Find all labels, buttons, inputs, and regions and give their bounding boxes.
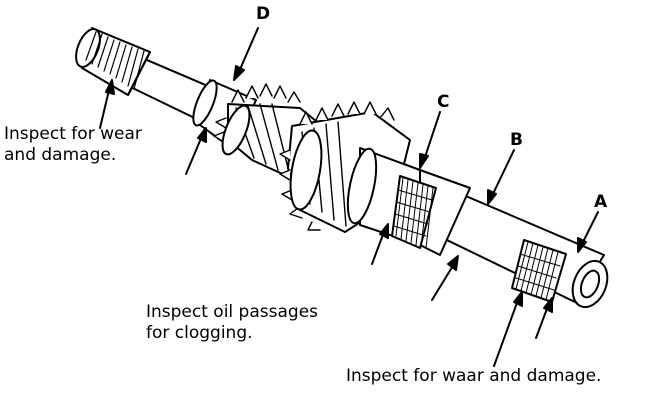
arrow-oil: [431, 255, 459, 301]
leader-d: [233, 27, 259, 81]
note-oil-passages: Inspect oil passages for clogging.: [146, 302, 319, 344]
arrow-bottom-1: [493, 291, 523, 367]
right-end-cap: [571, 259, 609, 309]
needle-bearing-c: [391, 175, 437, 249]
leader-c: [419, 111, 441, 169]
leader-b: [487, 149, 515, 205]
label-d: D: [256, 4, 271, 24]
note-wear-bottom: Inspect for waar and damage.: [346, 366, 602, 386]
arrow-bottom-2: [535, 297, 553, 339]
note-wear-left: Inspect for wear and damage.: [4, 124, 142, 166]
label-c: C: [437, 92, 450, 112]
label-b: B: [510, 130, 523, 150]
left-spline: [75, 27, 151, 96]
arrow-left-spline: [99, 79, 115, 129]
label-a: A: [594, 192, 608, 212]
arrow-collar: [185, 127, 207, 175]
arrow-bearing-c: [371, 223, 389, 265]
leader-a: [577, 211, 599, 253]
